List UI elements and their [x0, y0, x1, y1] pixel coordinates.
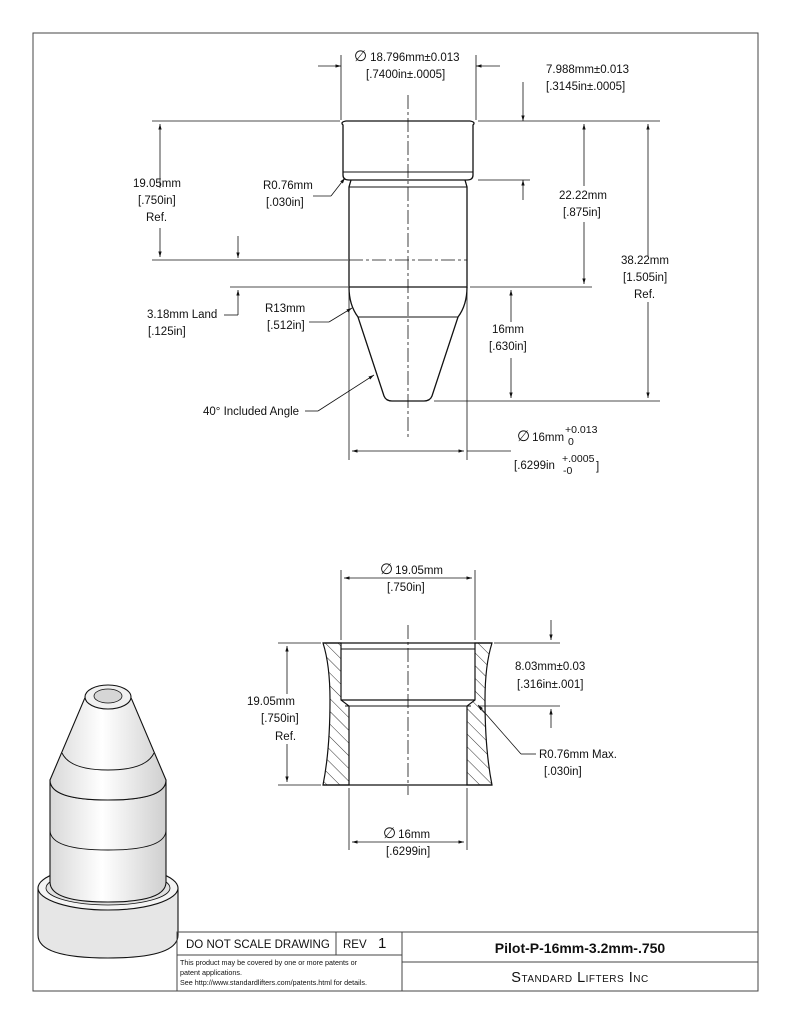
pilot-radius-b-in: [.512in] — [267, 320, 305, 332]
diameter-symbol: ∅ — [383, 825, 396, 842]
part-number: Pilot-P-16mm-3.2mm-.750 — [495, 940, 666, 956]
pilot-tip-length-in: [.630in] — [489, 341, 527, 353]
bore-radius: R0.76mm Max. — [539, 749, 617, 761]
svg-text:∅18.796mm±0.013: ∅18.796mm±0.013 — [354, 48, 460, 65]
pilot-height-left: 19.05mm — [133, 178, 181, 190]
diameter-symbol: ∅ — [380, 561, 393, 578]
bore-diameter-in: [.6299in] — [386, 846, 430, 858]
svg-text:∅16mm: ∅16mm — [383, 825, 430, 842]
pilot-height-right: 22.22mm — [559, 190, 607, 202]
pilot-total-height: 38.22mm — [621, 255, 669, 267]
svg-text:∅16mm: ∅16mm — [517, 428, 564, 445]
pilot-isometric-view — [37, 684, 179, 959]
pilot-dimension-lines — [152, 55, 660, 460]
pilot-radius-a-in: [.030in] — [266, 197, 304, 209]
bore-top-diameter-in: [.750in] — [387, 582, 425, 594]
company-name: Standard Lifters Inc — [511, 970, 648, 986]
bore-ref: Ref. — [275, 731, 296, 743]
bore-height-in: [.750in] — [261, 713, 299, 725]
pilot-side-view — [341, 95, 475, 438]
bore-radius-in: [.030in] — [544, 766, 582, 778]
bore-height: 19.05mm — [247, 696, 295, 708]
svg-text:]: ] — [596, 461, 599, 473]
pilot-tip-length: 16mm — [492, 324, 524, 336]
title-block — [176, 931, 759, 992]
diameter-symbol: ∅ — [517, 428, 530, 445]
pilot-tol-in-plus: +.0005 — [562, 453, 595, 465]
pilot-ref-right: Ref. — [634, 289, 655, 301]
pilot-ref-left: Ref. — [146, 212, 167, 224]
pilot-shank-diameter: 16mm — [532, 432, 564, 444]
bore-depth: 8.03mm±0.03 — [515, 661, 585, 673]
diameter-symbol: ∅ — [354, 48, 367, 65]
pilot-tol-plus: +0.013 — [565, 424, 598, 436]
bore-diameter: 16mm — [398, 829, 430, 841]
bore-dimension-texts: ∅19.05mm [.750in] 8.03mm±0.03 [.316in±.0… — [247, 561, 617, 858]
pilot-radius-a: R0.76mm — [263, 180, 313, 192]
pilot-head-height: 7.988mm±0.013 — [546, 64, 629, 76]
pilot-tol-in-minus: -0 — [563, 465, 572, 477]
bore-depth-in: [.316in±.001] — [517, 679, 583, 691]
do-not-scale-label: DO NOT SCALE DRAWING — [186, 939, 330, 951]
pilot-tol-zero: 0 — [568, 436, 574, 448]
bore-top-diameter: 19.05mm — [395, 565, 443, 577]
patent-line-1: This product may be covered by one or mo… — [180, 958, 358, 967]
pilot-radius-b: R13mm — [265, 303, 305, 315]
pilot-shank-diameter-in: [.6299in — [514, 460, 555, 472]
svg-text:∅19.05mm: ∅19.05mm — [380, 561, 443, 578]
pilot-total-height-in: [1.505in] — [623, 272, 667, 284]
pilot-head-diameter: 18.796mm±0.013 — [370, 52, 459, 64]
pilot-height-right-in: [.875in] — [563, 207, 601, 219]
pilot-height-left-in: [.750in] — [138, 195, 176, 207]
pilot-land: 3.18mm Land — [147, 309, 217, 321]
patent-line-2: patent applications. — [180, 968, 242, 977]
pilot-dimension-texts: ∅18.796mm±0.013 [.7400in±.0005] 7.988mm±… — [133, 48, 669, 477]
pilot-head-height-in: [.3145in±.0005] — [546, 81, 625, 93]
rev-value: 1 — [378, 935, 386, 952]
bore-dimension-lines — [278, 570, 560, 850]
patent-line-3: See http://www.standardlifters.com/paten… — [180, 978, 367, 987]
bore-section-view — [322, 625, 493, 795]
pilot-land-in: [.125in] — [148, 326, 186, 338]
title-block-texts: DO NOT SCALE DRAWING REV 1 This product … — [180, 935, 665, 987]
pilot-head-diameter-in: [.7400in±.0005] — [366, 69, 445, 81]
pilot-included-angle: 40° Included Angle — [203, 406, 299, 418]
rev-label: REV — [343, 939, 367, 951]
